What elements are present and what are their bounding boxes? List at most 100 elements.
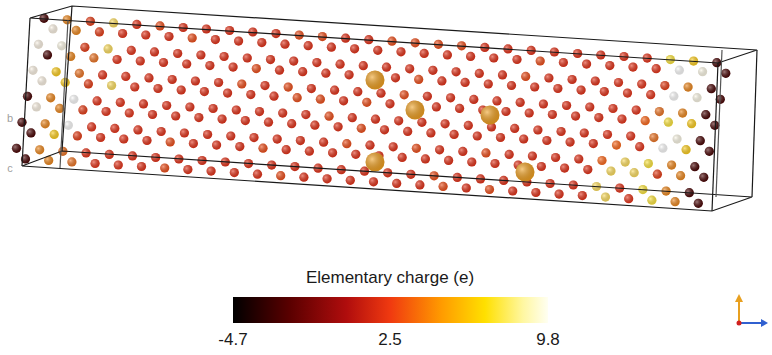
atom-shade — [119, 134, 128, 143]
colorbar — [233, 297, 548, 323]
atom — [353, 87, 362, 96]
atom — [398, 153, 407, 162]
atom-shade — [571, 112, 580, 121]
atom-shade — [678, 109, 687, 118]
atom-shade — [539, 99, 548, 108]
tick-label: 2.5 — [378, 330, 402, 350]
atom — [594, 113, 603, 122]
atom — [462, 183, 471, 192]
atom — [243, 53, 252, 62]
atom — [26, 128, 35, 137]
atom-shade — [141, 30, 150, 39]
atom — [321, 69, 330, 78]
atom — [705, 147, 714, 156]
atom — [346, 176, 355, 185]
atom — [234, 37, 243, 46]
atom-shade — [641, 116, 650, 125]
atom — [168, 75, 177, 84]
atom — [406, 101, 425, 120]
atom-shade — [398, 153, 407, 162]
atom-shade — [280, 40, 289, 49]
atom — [157, 127, 166, 136]
atom-shade — [173, 49, 182, 58]
atom-shade — [461, 78, 470, 87]
atom — [75, 69, 84, 78]
atom — [583, 165, 592, 174]
atom-shade — [243, 53, 252, 62]
atom-shade — [698, 67, 707, 76]
atom-shade — [121, 72, 130, 81]
atom — [671, 197, 680, 206]
atom — [623, 89, 632, 98]
atom-shade — [533, 125, 542, 134]
atom — [289, 57, 298, 66]
atom — [89, 53, 98, 62]
atom-shade — [130, 82, 139, 91]
atom — [461, 78, 470, 87]
atom-shade — [334, 122, 343, 131]
atom — [200, 87, 209, 96]
atom-shade — [566, 138, 575, 147]
atom — [102, 107, 111, 116]
atom — [258, 144, 267, 153]
atom-shade — [362, 98, 371, 107]
atom-shade — [127, 46, 136, 55]
atom — [484, 79, 493, 88]
atom-shade — [510, 124, 519, 133]
atom-shade — [159, 58, 168, 67]
atom-shade — [183, 165, 192, 174]
atom — [107, 81, 116, 90]
atom-shade — [439, 182, 448, 191]
atom-shade — [287, 119, 296, 128]
atom-shade — [525, 108, 534, 117]
atom-shade — [246, 90, 255, 99]
atom-shade — [385, 99, 394, 108]
atom-shade — [496, 133, 505, 142]
atom — [249, 133, 258, 142]
axis-letter: b — [7, 112, 13, 124]
atom-shade — [699, 173, 708, 182]
atom-shade — [350, 44, 359, 53]
atom-shade — [91, 159, 100, 168]
atom-shade — [544, 73, 553, 82]
atom — [305, 147, 314, 156]
atom-shade — [180, 128, 189, 137]
atom-shade — [46, 93, 55, 102]
atom — [275, 66, 284, 75]
atom-shade — [516, 163, 535, 182]
atom-shade — [325, 112, 334, 121]
atom — [203, 130, 212, 139]
atom — [396, 47, 405, 56]
atom — [257, 38, 266, 47]
atom — [260, 81, 269, 90]
atom-shade — [501, 107, 510, 116]
atom — [287, 119, 296, 128]
atom-shade — [400, 90, 409, 99]
atom — [93, 96, 102, 105]
atom-shade — [89, 53, 98, 62]
atom-shade — [351, 150, 360, 159]
atom-shade — [207, 167, 216, 176]
atom-shade — [485, 185, 494, 194]
atom-shade — [369, 177, 378, 186]
atom-shade — [583, 165, 592, 174]
atom-shade — [269, 92, 278, 101]
atom-shade — [113, 55, 122, 64]
atom — [357, 124, 366, 133]
atom-shade — [255, 107, 264, 116]
atom-shade — [376, 89, 385, 98]
atom-shade — [519, 134, 528, 143]
atom — [559, 58, 568, 67]
atom-shade — [346, 176, 355, 185]
atom-shade — [412, 144, 421, 153]
atom-shade — [396, 47, 405, 56]
atom — [365, 141, 374, 150]
atom-shade — [312, 58, 321, 67]
atom — [91, 159, 100, 168]
atom — [678, 109, 687, 118]
atom-shade — [694, 199, 703, 208]
atom-shade — [275, 66, 284, 75]
atom — [646, 90, 655, 99]
atom-shade — [252, 64, 261, 73]
atom-shade — [191, 76, 200, 85]
